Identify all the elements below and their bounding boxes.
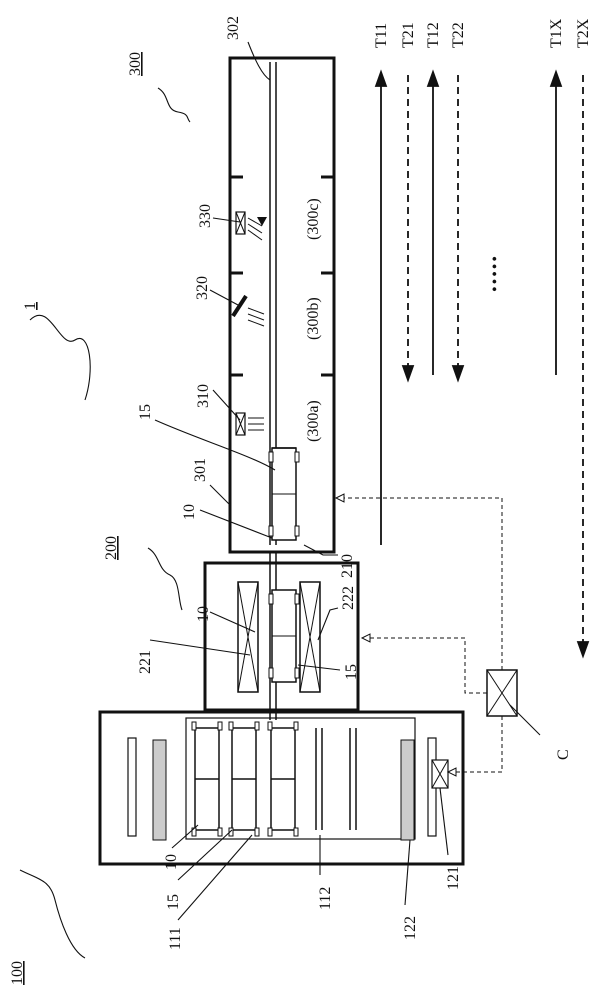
label-320: 320 (194, 276, 211, 300)
label-100: 100 (9, 961, 26, 985)
label-200: 200 (103, 536, 120, 560)
control-arrowheads (336, 494, 456, 776)
label-310: 310 (195, 384, 212, 408)
timing-T12: T12 (425, 22, 442, 48)
label-10-200: 10 (195, 606, 212, 622)
source-310 (236, 413, 264, 435)
source-330 (236, 212, 262, 240)
label-15-chamber: 15 (137, 404, 154, 420)
zone-300b: (300b) (305, 297, 322, 340)
stage-122 (186, 718, 415, 839)
label-10-chamber: 10 (181, 504, 198, 520)
label-10-100: 10 (163, 854, 180, 870)
label-1: 1 (22, 302, 39, 310)
magnet-222 (300, 582, 320, 692)
zone-300c: (300c) (305, 198, 322, 240)
carrier-in-chamber (269, 448, 299, 540)
label-210: 210 (339, 554, 356, 578)
label-112: 112 (317, 887, 334, 910)
timing-T22: T22 (450, 22, 467, 48)
label-C: C (555, 749, 572, 760)
timing-T21: T21 (400, 22, 417, 48)
source-320 (233, 296, 264, 326)
timing-T1X: T1X (548, 18, 565, 48)
motor-121 (432, 760, 448, 788)
ellipsis-dots: ••••• (487, 254, 504, 292)
label-221: 221 (137, 650, 154, 674)
carrier-in-200 (269, 590, 299, 682)
label-122: 122 (402, 916, 419, 940)
controller-c (487, 670, 517, 716)
label-301: 301 (192, 458, 209, 482)
timing-T2X: T2X (575, 18, 592, 48)
label-15-100: 15 (165, 894, 182, 910)
label-system: 1 (22, 302, 39, 310)
carriers-in-100 (195, 728, 356, 830)
label-302: 302 (225, 16, 242, 40)
magnet-221 (238, 582, 258, 692)
label-300: 300 (127, 52, 144, 76)
zone-300a: (300a) (305, 400, 322, 442)
label-330: 330 (197, 204, 214, 228)
label-111: 111 (167, 927, 184, 950)
label-15-200: 15 (343, 664, 360, 680)
timing-arrows (376, 72, 588, 656)
label-222: 222 (340, 586, 357, 610)
timing-T11: T11 (373, 23, 390, 48)
label-121: 121 (445, 866, 462, 890)
